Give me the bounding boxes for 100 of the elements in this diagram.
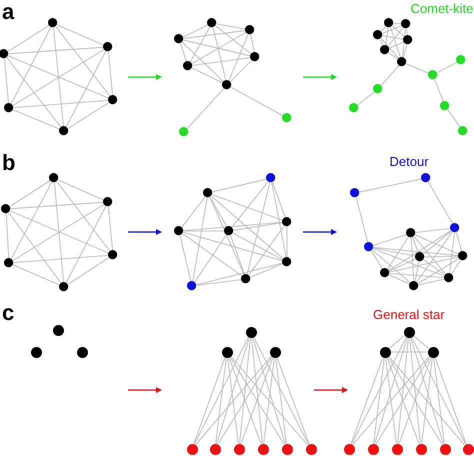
graph-edge [6, 213, 10, 259]
graph-title: Detour [390, 155, 429, 168]
graph-edge [376, 356, 430, 445]
graph-edge [409, 337, 421, 444]
graph-edge [456, 232, 462, 252]
graph-edge [388, 274, 410, 285]
graph-edge [58, 179, 104, 201]
graph-edge [389, 272, 445, 278]
graph-edge [182, 24, 208, 38]
graph-edge [414, 261, 420, 282]
graph-vertex [282, 444, 292, 454]
graph-edge [215, 25, 252, 55]
graph-edge [239, 337, 251, 444]
graph-vertex [406, 228, 416, 238]
graph-edge [356, 197, 368, 243]
graph-edge [412, 236, 419, 254]
graph-edge [209, 196, 245, 276]
graph-edge [276, 356, 310, 444]
graph-edge [181, 196, 206, 228]
graph-edge [412, 335, 430, 349]
graph-vertex [428, 346, 438, 358]
graph-vertex [203, 188, 213, 198]
graph-vertex [250, 52, 260, 62]
graph-vertex [210, 444, 220, 454]
graph-edge [240, 356, 274, 444]
graph-edge [423, 230, 452, 254]
graph-edge [418, 258, 460, 284]
graph-edge [421, 357, 433, 444]
graph-vertex [183, 61, 193, 71]
graph-edge [8, 55, 110, 99]
graph-edge [9, 180, 51, 207]
graph-edge [53, 27, 64, 127]
graph-vertex [403, 35, 413, 45]
graph-edge [411, 336, 466, 444]
graph-edge [410, 237, 414, 282]
graph-edge [56, 181, 111, 252]
graph-edge [67, 102, 110, 129]
graph-edge [10, 202, 104, 210]
graph-vertex [444, 273, 454, 283]
graph-edge [8, 46, 104, 54]
graph-vertex [409, 281, 419, 291]
graph-edge [402, 28, 406, 58]
graph-vertex [456, 55, 466, 65]
graph-vertex [440, 101, 450, 111]
graph-edge [55, 26, 111, 97]
graph-edge [183, 230, 225, 232]
graph-edge [232, 232, 284, 260]
graph-edge [230, 60, 252, 82]
graph-edge [388, 230, 452, 271]
graph-vertex [373, 84, 383, 94]
graph-edge [388, 356, 442, 445]
graph-vertex [415, 252, 425, 262]
graph-edge [397, 337, 409, 444]
graph-vertex [246, 326, 256, 338]
graph-edge [190, 26, 210, 62]
graph-edge [253, 336, 309, 444]
graph-edge [436, 62, 458, 74]
graph-edge [252, 336, 286, 444]
graph-vertex [59, 282, 69, 292]
graph-edge [414, 234, 460, 255]
graph-edge [424, 256, 459, 258]
graph-edge [196, 279, 242, 286]
graph-edge [212, 194, 284, 221]
graph-vertex [450, 223, 460, 233]
graph-vertex [179, 127, 189, 137]
graph-edge [210, 196, 228, 228]
graph-edge [418, 278, 445, 286]
graph-title: Comet-kite [410, 2, 474, 15]
graph-vertex [207, 18, 217, 28]
graph-vertex [384, 18, 394, 28]
graph-edge [228, 356, 262, 444]
graph-edge [388, 335, 406, 349]
graph-edge [392, 26, 405, 38]
graph-edge [451, 259, 461, 275]
graph-vertex [397, 57, 407, 67]
graph-edge [447, 109, 461, 128]
graph-vertex [440, 444, 450, 454]
graph-vertex [373, 30, 383, 40]
graph-edge [263, 357, 275, 444]
graph-edge [12, 264, 60, 286]
graph-edge [388, 356, 465, 446]
graph-edge [10, 26, 52, 104]
graph-edge [374, 336, 408, 444]
graph-vertex [48, 18, 58, 28]
graph-vertex [222, 80, 232, 90]
panel-letter: a [2, 1, 14, 23]
graph-vertex [350, 188, 360, 198]
graph-edge [385, 357, 397, 444]
graph-vertex [458, 251, 468, 261]
graph-edge [415, 228, 451, 233]
graph-edge [251, 337, 263, 444]
graph-vertex [404, 326, 414, 338]
graph-edge [4, 58, 9, 104]
graph-edge [7, 25, 50, 52]
graph-edge [216, 23, 246, 30]
graph-edge [250, 34, 255, 53]
graph-edge [388, 27, 404, 47]
graph-edge [423, 259, 446, 276]
graph-vertex [108, 95, 118, 105]
graph-vertex [187, 281, 197, 291]
